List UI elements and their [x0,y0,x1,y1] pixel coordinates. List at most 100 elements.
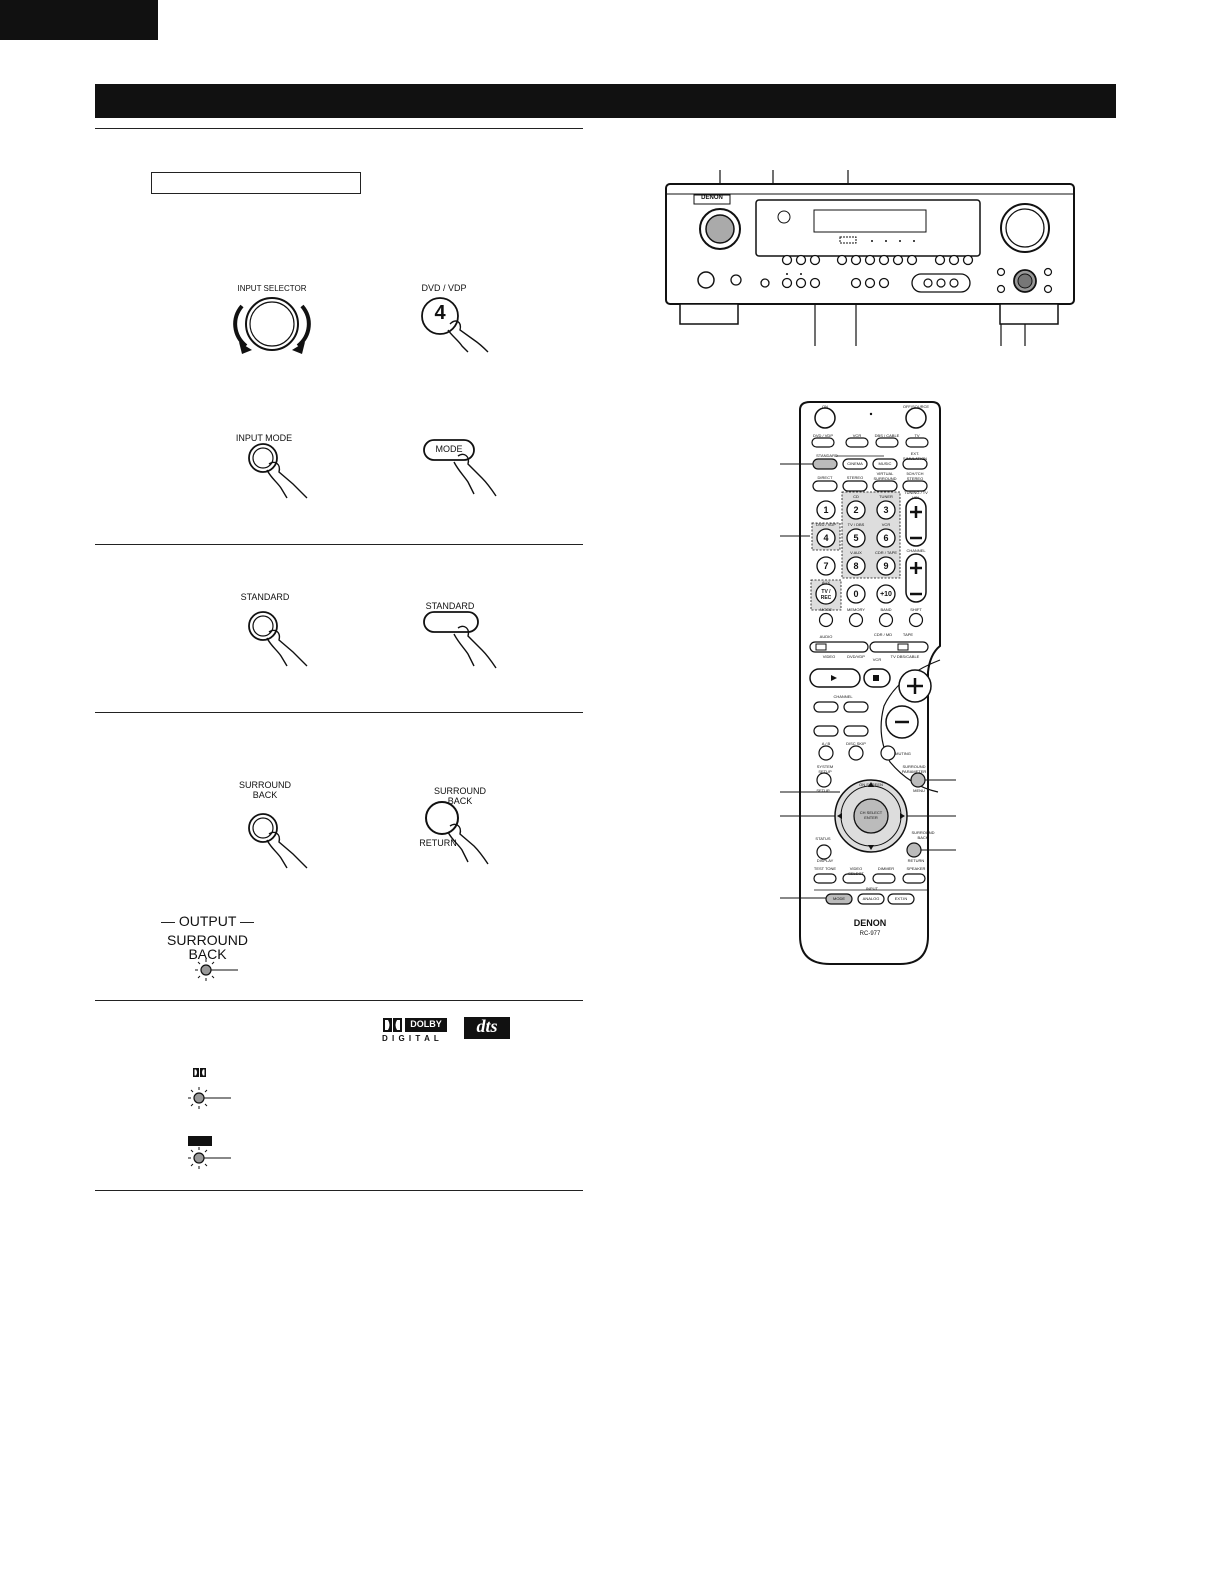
remote-select-enter-label: CH SELECT ENTER [859,810,883,820]
dts-led-icon [188,1147,231,1169]
surround-back-label-remote: SURROUND BACK [433,786,486,806]
remote-5ch-7ch-label: 5CH/7CH STEREO [906,471,924,481]
standard-label-remote: STANDARD [425,601,475,611]
numpad-7: 7 [823,561,829,571]
dolby-word: DOLBY [410,1019,442,1029]
remote-vcr2-label: VCR [872,657,882,662]
remote-video-label: VIDEO [822,654,836,659]
output-dash-left: — [160,913,179,929]
receiver-front-panel [665,170,1075,346]
numpad-tv-rec-tag: AUX [821,580,831,585]
dvd-vdp-button-icon [421,297,489,353]
remote-dvd-vdp2-label: DVD/VDP [847,654,865,659]
input-selector-dial-icon [233,297,311,354]
numpad-tv-rec: TV / REC [820,589,832,601]
remote-tape-label: TAPE [902,632,914,637]
remote-speaker-label: SPEAKER [906,866,926,871]
surround-back-label-main: SURROUND BACK [238,780,291,800]
corner-tab [0,0,158,40]
remote-tuning-label: TUNING / TV VOL [904,490,928,500]
remote-on-label: ON [822,404,828,409]
return-label: RETURN [419,838,457,848]
remote-cinema-label: CINEMA [847,461,863,466]
mode-label: MODE [435,444,463,454]
numpad-5: 5 [853,533,859,543]
numpad-6-tag: VCR [881,522,891,527]
remote-standard-label: STANDARD [816,453,838,458]
numpad-3-tag: TUNER [879,494,893,499]
input-selector-label: INPUT SELECTOR [237,284,307,293]
remote-disc-skip-label: DISC SKIP [846,741,866,746]
dvd-vdp-number: 4 [434,302,446,324]
numpad-2: 2 [853,505,859,515]
dts-word: dts [476,1016,498,1036]
remote-muting-label: MUTING [895,751,911,756]
dolby-small-icon [193,1068,206,1077]
dts-small-logo [188,1136,212,1146]
output-header: — OUTPUT — [150,914,265,929]
remote-cdr-md-label: CDR / MD [873,632,893,637]
remote-test-tone-label: TEST TONE [813,866,837,871]
numpad-1: 1 [823,505,829,515]
mode-button-icon [423,439,497,497]
numpad-4: 4 [823,533,829,543]
numpad-2-tag: CD [853,494,859,499]
remote-return-label: RETURN [907,858,925,863]
remote-ext-in-label: EXT.IN [894,896,908,901]
remote-video-select-label: VIDEO SELECT [848,866,864,876]
remote-brand: DENON [853,918,887,928]
dolby-digital-word: D I G I T A L [382,1034,440,1043]
remote-input-label: INPUT [866,886,878,891]
numpad-0: 0 [853,589,859,599]
remote-system-setup-label: SYSTEM SETUP [816,764,834,774]
output-led-icon [195,959,238,981]
remote-shift-label: SHIFT [910,607,922,612]
section-title-bar [95,84,1116,118]
remote-surround-parameter-label: SURROUND PARAMETER [901,764,927,774]
numpad-8-tag: V.AUX [850,550,862,555]
rule-4 [95,1000,583,1001]
remote-virtual-surround-label: VIRTUAL SURROUND [873,471,897,481]
output-line1: SURROUND [167,932,248,948]
numpad-9-tag: CDR / TAPE [874,550,898,555]
numpad-8: 8 [853,561,859,571]
remote-memory-label: MEMORY [847,607,865,612]
rule-1 [95,128,583,129]
dvd-vdp-label: DVD / VDP [421,283,467,293]
remote-audio-label: AUDIO [819,634,833,639]
remote-ab-label: A / B [821,741,831,746]
remote-input-mode-label: MODE [833,896,845,901]
standard-label-main: STANDARD [240,592,290,602]
receiver-brand: DENON [701,195,723,201]
output-header-text: OUTPUT [178,913,237,929]
remote-off-source-label: OFF/SOURCE [902,404,930,409]
remote-channel-transport-label: CHANNEL [833,694,853,699]
remote-dvd-vdp-label: DVD / VDP [812,433,833,438]
dolby-led-icon [188,1087,231,1109]
remote-mode-label: MODE [820,607,832,612]
standard-button-main-icon [248,611,308,667]
rule-5 [95,1190,583,1191]
numpad-6: 6 [883,533,889,543]
remote-ext-simulation-label: EXT. SIMULATION [902,451,928,461]
numpad-4-tag: DVD / VDP [815,522,836,527]
output-line2: BACK [188,946,227,962]
output-dash-right: — [236,913,255,929]
surround-back-button-remote-icon [425,801,489,865]
dts-logo [464,1017,510,1039]
remote-setup-label: SETUP [816,788,830,793]
remote-channel-label: CHANNEL [906,548,926,553]
numpad-5-tag: TV / DBS [847,522,865,527]
standard-button-remote-icon [423,611,497,669]
remote-tv-label: TV [914,433,920,438]
remote-control [780,401,956,965]
numpad-plus10: +10 [880,591,892,598]
rule-2 [95,544,583,545]
numpad-9: 9 [883,561,889,571]
input-mode-button-icon [248,443,308,499]
remote-status-label: STATUS [815,836,831,841]
remote-vcr-label: VCR [852,433,862,438]
input-mode-label: INPUT MODE [235,433,293,443]
rule-3 [95,712,583,713]
remote-display-label: DISPLAY [816,858,834,863]
